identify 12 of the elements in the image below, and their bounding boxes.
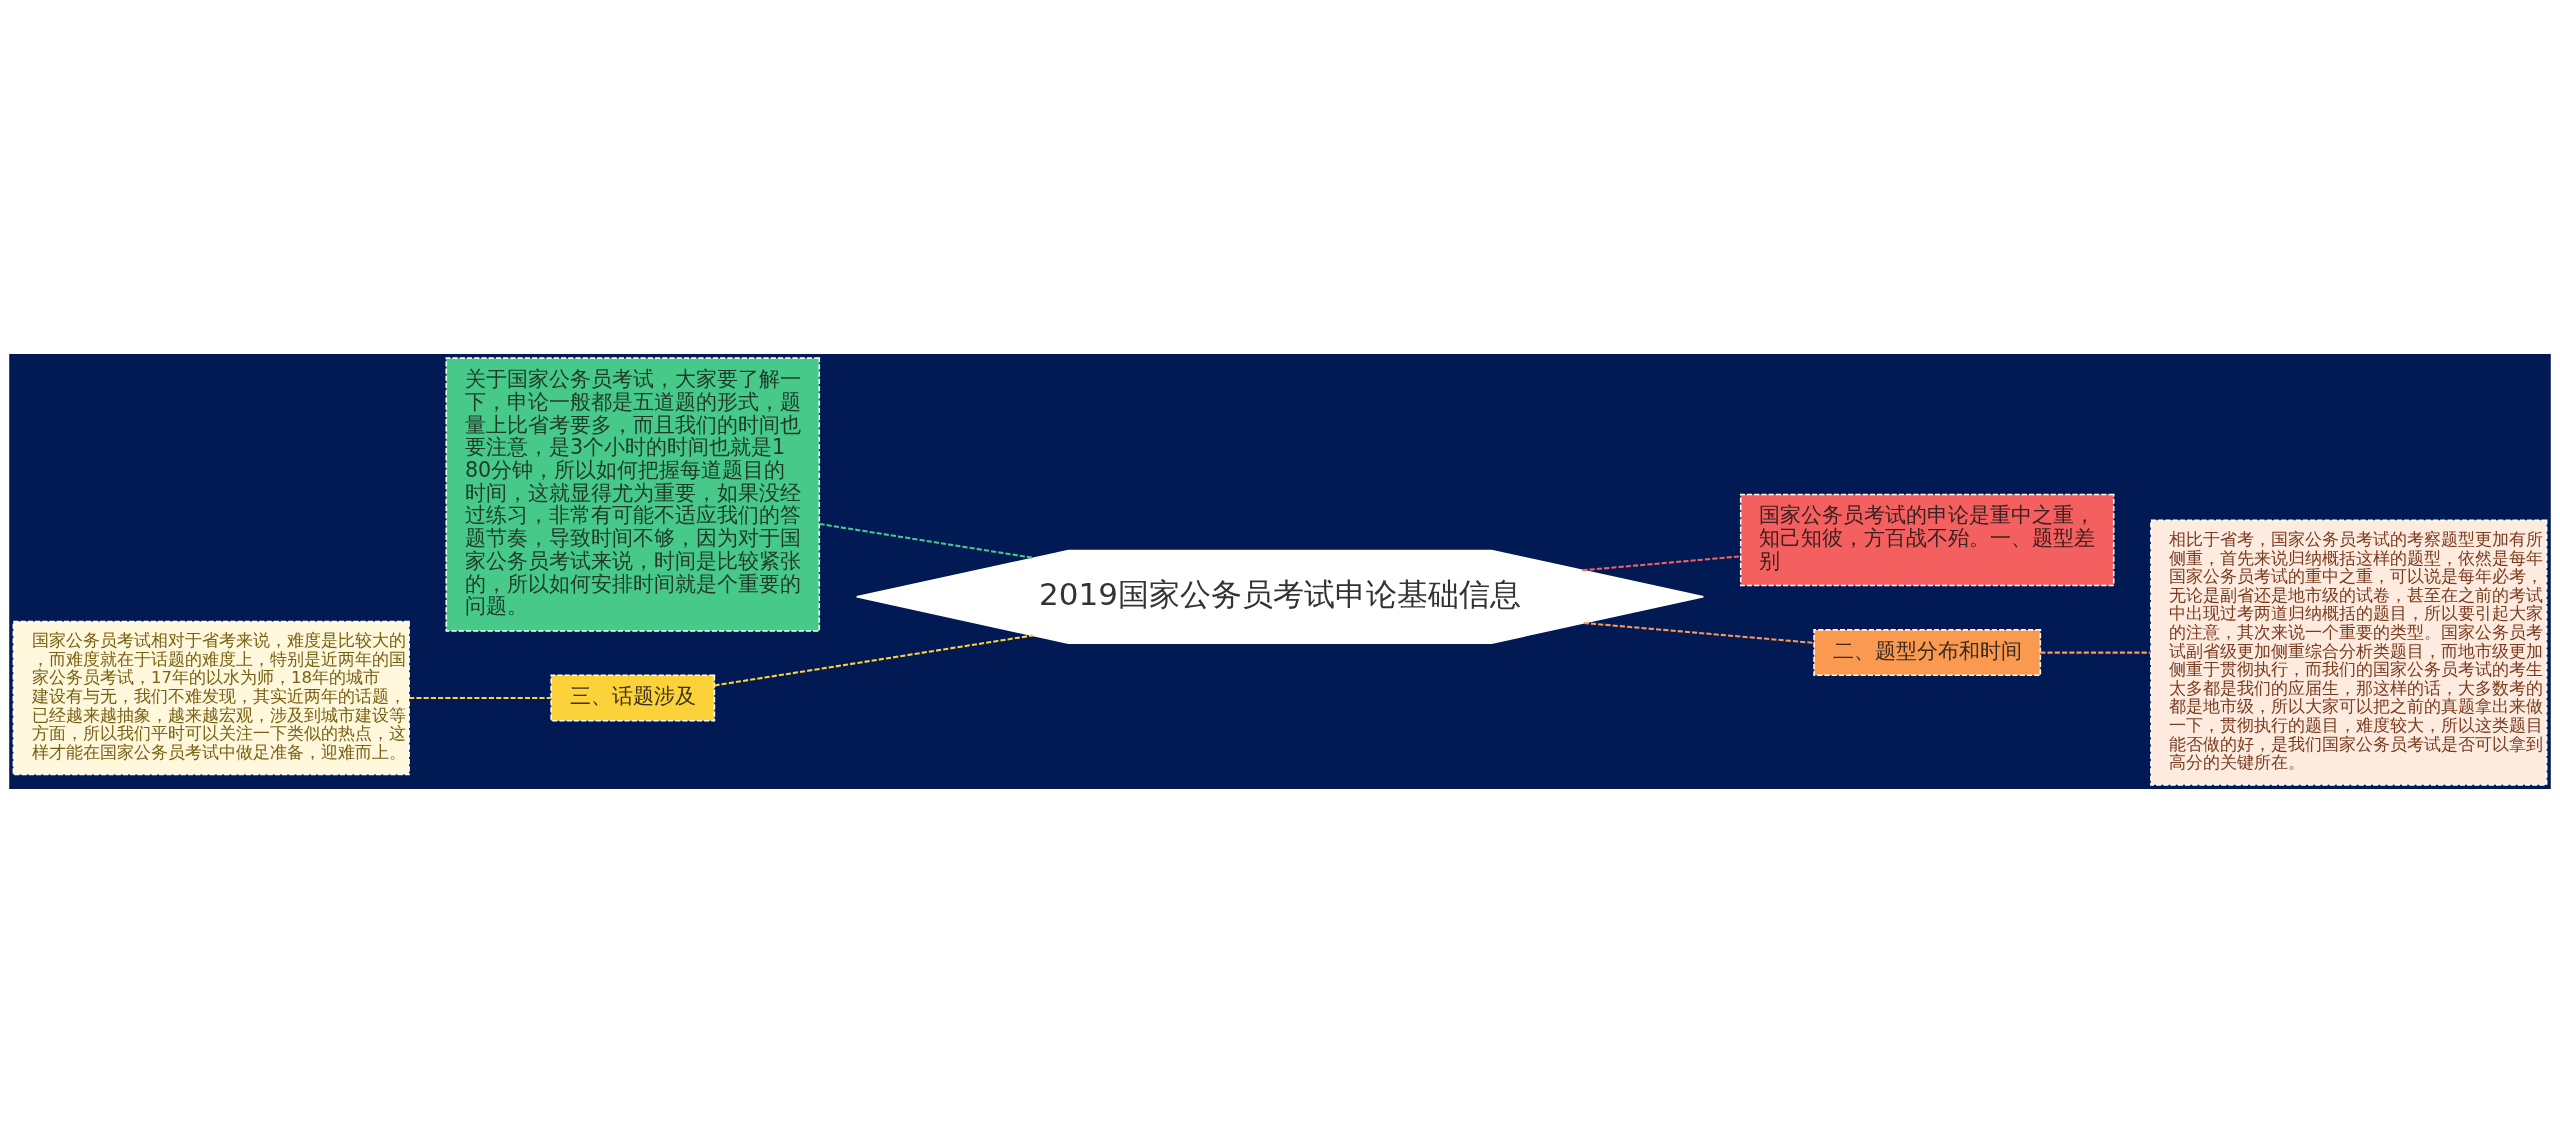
node-box: 国家公务员考试的申论是重中之重，知己知彼，方百战不殆。一、题型差别 xyxy=(1739,493,2115,587)
connector xyxy=(819,522,1035,559)
connector xyxy=(714,634,1034,687)
node-box: 国家公务员考试相对于省考来说，难度是比较大的，而难度就在于话题的难度上，特别是近两年的国家公务员考试，17年的以水为师，18年的城市建设有与无，我们不难发现，其实近两年的话题，已经越来越抽象，越来越宏观，涉及到城市建设等方面，所以我们平时可以关注一下类似的热点，这样才能在国家公务员考试中做足准备，迎难而上。 xyxy=(12,620,410,776)
connector xyxy=(1583,621,1815,644)
node-box: 相比于省考，国家公务员考试的考察题型更加有所侧重，首先来说归纳概括这样的题型，依然是每年国家公务员考试的重中之重，可以说是每年必考，无论是副省还是地市级的试卷，甚至在之前的考试中出现过考两道归纳概括的题目，所以要引起大家的注意，其次来说一个重要的类型。国家公务员考试副省级更加侧重综合分析类题目，而地市级更加侧重于贯彻执行，而我们的国家公务员考试的考生太多都是我们的应届生，那这样的话，大多数考的都是地市级，所以大家可以把之前的真题拿出来做一下，贯彻执行的题目，难度较大，所以这类题目能否做的好，是我们国家公务员考试是否可以拿到高分的关键所在。 xyxy=(2150,519,2548,786)
node-box: 关于国家公务员考试，大家要了解一下，申论一般都是五道题的形式，题量上比省考要多，而且我们的时间也要注意，是3个小时的时间也就是180分钟，所以如何把握每道题目的时间，这就显得尤为重要，如果没经过练习，非常有可能不适应我们的答题节奏，导致时间不够，因为对于国家公务员考试来说，时间是比较紧张的，所以如何安排时间就是个重要的问题。 xyxy=(445,357,821,632)
connector xyxy=(409,697,551,700)
node-box: 三、话题涉及 xyxy=(550,674,716,722)
node-box: 二、题型分布和时间 xyxy=(1813,629,2042,677)
connector xyxy=(2040,651,2151,654)
connector xyxy=(1582,555,1741,572)
